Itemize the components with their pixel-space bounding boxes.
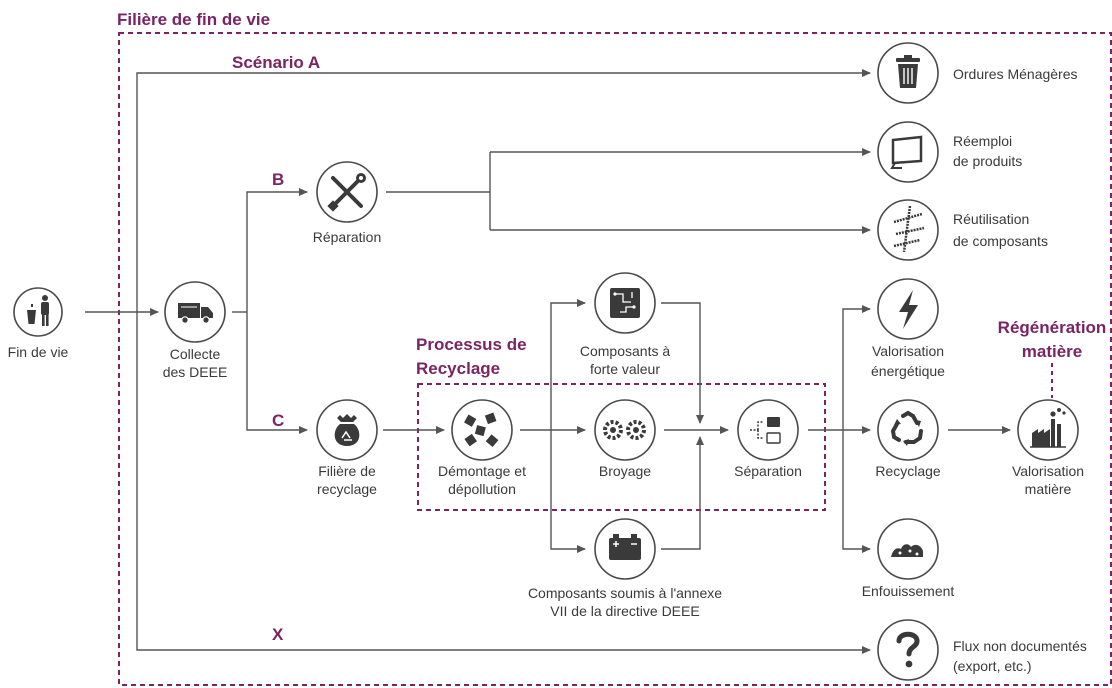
edge-forte-valeur-merge — [661, 302, 704, 424]
filiere-recyclage-label-line2: recyclage — [317, 481, 377, 497]
recycle-arrows-icon — [890, 410, 923, 446]
person-trash-icon — [27, 295, 49, 326]
node-valorisation-energetique: Valorisation énergétique — [871, 278, 945, 379]
filiere-recyclage-label-line1: Filière de — [318, 463, 376, 479]
frame-title: Filière de fin de vie — [117, 10, 270, 29]
node-ordures: Ordures Ménagères — [877, 42, 1078, 104]
truck-icon — [178, 303, 213, 324]
valorisation-matiere-label-line2: matière — [1025, 481, 1072, 497]
scenario-b-label: B — [272, 170, 284, 189]
monitor-icon — [890, 135, 923, 169]
screws-icon — [893, 205, 925, 253]
node-enfouissement: Enfouissement — [862, 518, 955, 599]
reemploi-label-line2: de produits — [953, 153, 1022, 169]
factory-icon — [1030, 408, 1066, 448]
separation-label: Séparation — [734, 463, 802, 479]
valorisation-matiere-label-line1: Valorisation — [1012, 463, 1084, 479]
recycling-process-box — [417, 383, 826, 511]
scenario-x-label: X — [272, 625, 284, 644]
node-valorisation-matiere: Valorisation matière — [1012, 399, 1084, 497]
gears-icon — [603, 420, 646, 440]
question-mark-icon — [896, 631, 920, 668]
ordures-label: Ordures Ménagères — [953, 66, 1078, 82]
flow-edges — [85, 69, 1011, 654]
collecte-label-line1: Collecte — [170, 346, 221, 362]
tools-icon — [327, 173, 366, 212]
end-of-life-frame — [118, 32, 1112, 686]
puzzle-pieces-icon — [464, 412, 499, 448]
edge-annexe-merge — [661, 436, 704, 550]
annexe-label-line2: VII de la directive DEEE — [550, 603, 699, 619]
landfill-icon — [891, 544, 923, 557]
reutilisation-label-line2: de composants — [953, 233, 1048, 249]
node-separation: Séparation — [734, 399, 802, 479]
node-demontage: Démontage et dépollution — [438, 399, 526, 497]
regeneration-title-line2: matière — [1022, 342, 1082, 361]
forte-valeur-label-line1: Composants à — [580, 343, 670, 359]
edge-to-valorisation-energetique — [842, 305, 871, 430]
lightning-icon — [899, 290, 918, 329]
forte-valeur-label-line2: forte valeur — [590, 361, 660, 377]
recycle-bag-icon — [334, 414, 360, 446]
edge-scenario-b — [246, 188, 308, 312]
node-broyage: Broyage — [594, 399, 656, 479]
node-recyclage: Recyclage — [875, 399, 941, 479]
process-box-title-line2: Recyclage — [416, 359, 500, 378]
demontage-label-line1: Démontage et — [438, 463, 526, 479]
node-reparation: Réparation — [313, 161, 382, 245]
node-filiere-recyclage: Filière de recyclage — [316, 399, 378, 497]
node-collecte: Collecte des DEEE — [163, 281, 228, 380]
collecte-label-line2: des DEEE — [163, 364, 228, 380]
scenario-a-label: Scénario A — [232, 53, 320, 72]
annexe-label-line1: Composants soumis à l'annexe — [528, 585, 722, 601]
flux-label-line1: Flux non documentés — [953, 638, 1087, 654]
edge-to-forte-valeur — [550, 299, 586, 430]
edge-scenario-a — [136, 69, 871, 312]
regeneration-title-line1: Régénération — [998, 318, 1107, 337]
reparation-label: Réparation — [313, 229, 382, 245]
circuit-board-icon — [610, 288, 640, 318]
node-reemploi: Réemploi de produits — [877, 121, 1022, 183]
process-box-title-line1: Processus de — [416, 335, 527, 354]
node-composants-forte-valeur: Composants à forte valeur — [580, 272, 670, 377]
demontage-label-line2: dépollution — [448, 481, 516, 497]
flux-label-line2: (export, etc.) — [953, 658, 1032, 674]
edge-to-enfouissement — [842, 430, 871, 553]
scenario-c-label: C — [272, 411, 284, 430]
edge-scenario-x — [136, 312, 871, 654]
reutilisation-label-line1: Réutilisation — [953, 211, 1029, 227]
node-reutilisation: Réutilisation de composants — [877, 199, 1048, 261]
node-composants-annexe: Composants soumis à l'annexe VII de la d… — [528, 518, 722, 619]
node-flux-non-documentes: Flux non documentés (export, etc.) — [877, 619, 1087, 681]
valorisation-energetique-label-line1: Valorisation — [872, 343, 944, 359]
node-fin-de-vie: Fin de vie — [8, 287, 69, 360]
recyclage-label: Recyclage — [875, 463, 941, 479]
battery-icon — [609, 534, 641, 560]
reemploi-label-line1: Réemploi — [953, 133, 1012, 149]
sorting-icon — [750, 417, 781, 444]
edge-scenario-c — [246, 312, 308, 434]
enfouissement-label: Enfouissement — [862, 583, 955, 599]
fin-de-vie-label: Fin de vie — [8, 344, 69, 360]
valorisation-energetique-label-line2: énergétique — [871, 363, 945, 379]
broyage-label: Broyage — [599, 463, 651, 479]
edge-to-annexe — [550, 430, 586, 553]
trash-bin-icon — [896, 55, 920, 88]
